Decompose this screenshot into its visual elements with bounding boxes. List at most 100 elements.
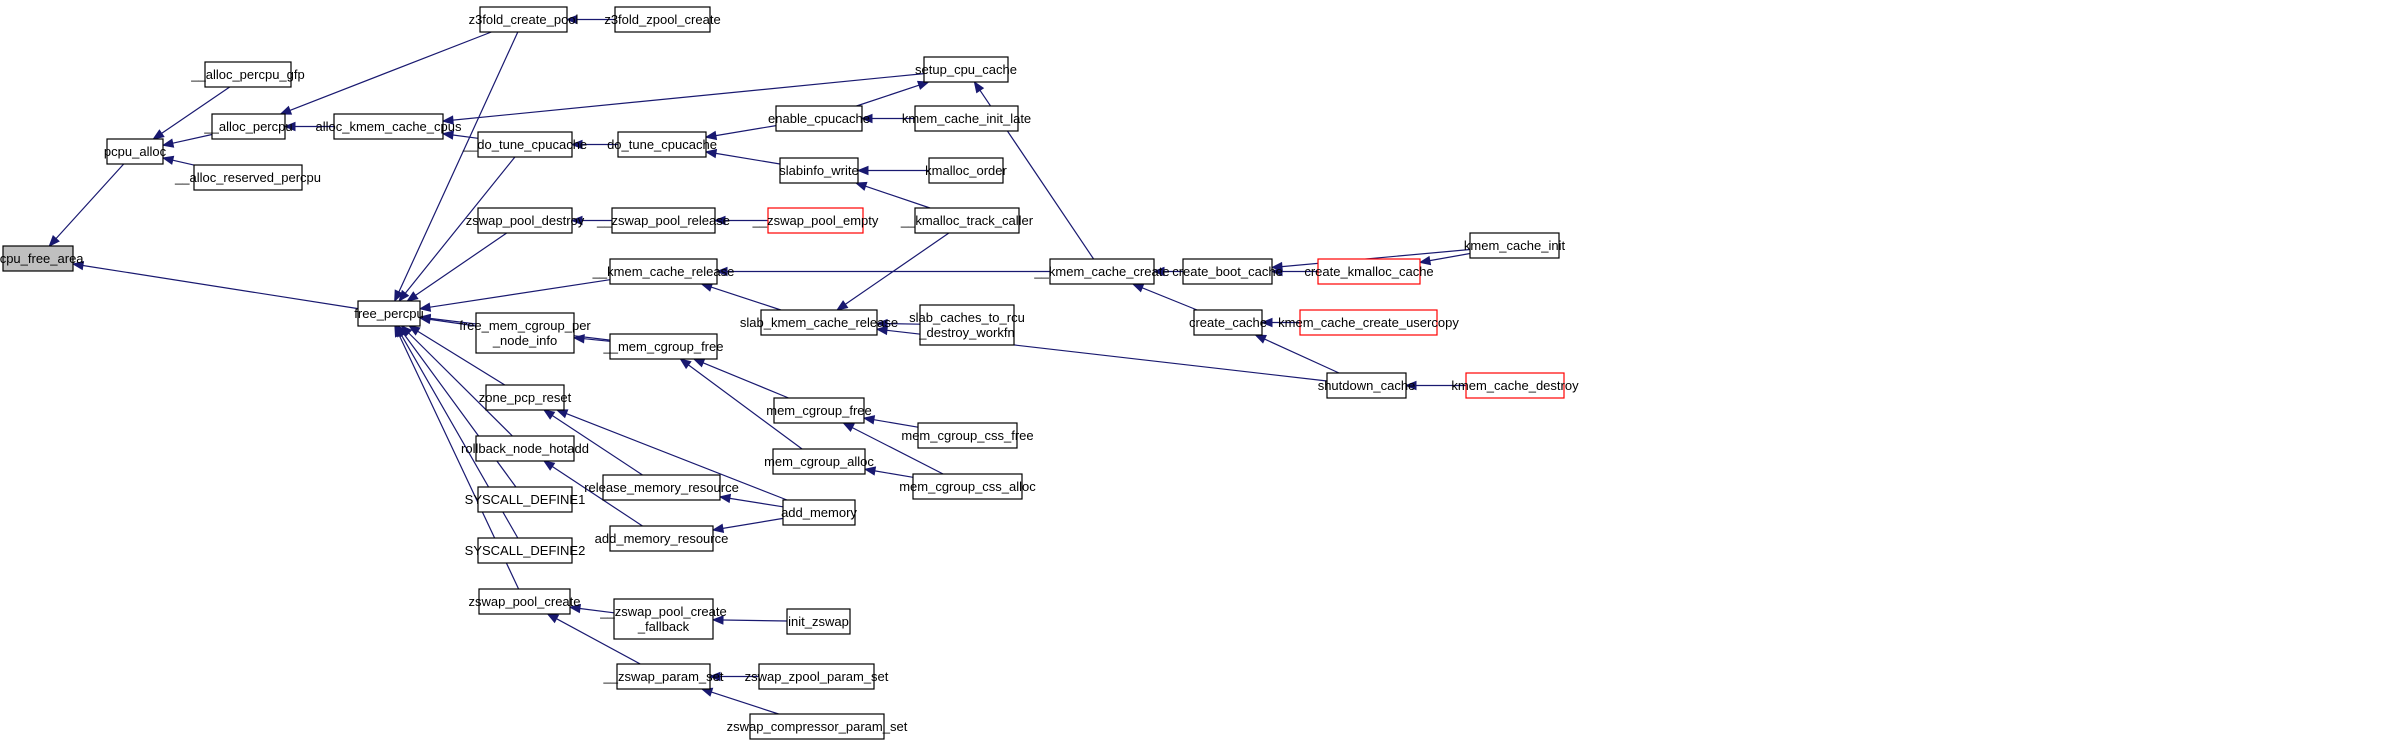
arrowhead-icon [713,215,726,226]
node-z3fold-zpool-create[interactable]: z3fold_zpool_create [604,6,721,33]
node-pcpu-free-area[interactable]: pcpu_free_area [0,245,84,272]
edge-line [161,86,231,134]
node-zswap-pool-create-fallback[interactable]: __zswap_pool_create_fallback [599,598,727,640]
node-label: __zswap_pool_empty [752,213,879,228]
arrowhead-icon [441,115,454,125]
node-box [914,105,1019,132]
node-zswap-pool-destroy[interactable]: zswap_pool_destroy [466,207,585,234]
node-alloc-percpu[interactable]: __alloc_percpu [203,113,293,140]
node-label: z3fold_create_pool [469,12,579,27]
node-kmem-cache-init[interactable]: kmem_cache_init [1464,232,1566,259]
node-kmem-cache-create-usercopy[interactable]: kmem_cache_create_usercopy [1278,309,1459,336]
edge-line [873,419,919,428]
node-free-mem-cgroup-per-node-info[interactable]: free_mem_cgroup_per_node_info [459,312,591,354]
edge-add-memory-to-add-memory-resource [711,517,784,533]
node-zswap-zpool-param-set[interactable]: zswap_zpool_param_set [745,663,889,690]
node-label: kmem_cache_init_late [902,111,1031,126]
node-zswap-pool-empty[interactable]: __zswap_pool_empty [752,207,879,234]
node-zswap-pool-create[interactable]: zswap_pool_create [468,588,581,615]
node-create-boot-cache[interactable]: create_boot_cache [1172,258,1283,285]
node-alloc-reserved-percpu[interactable]: __alloc_reserved_percpu [174,164,321,191]
arrowhead-icon [916,80,930,90]
node-kmem-cache-init-late[interactable]: kmem_cache_init_late [902,105,1031,132]
node-box [106,138,164,165]
node-box [479,6,568,33]
node-kmem-cache-release-inner[interactable]: __kmem_cache_release [592,258,735,285]
node-zswap-param-set[interactable]: __zswap_param_set [603,663,724,690]
node-slabinfo-write[interactable]: slabinfo_write [779,157,859,184]
node-add-memory[interactable]: add_memory [781,499,857,526]
node-slab-caches-to-rcu-destroy-workfn[interactable]: slab_caches_to_rcu_destroy_workfn [909,304,1025,346]
node-mem-cgroup-free[interactable]: mem_cgroup_free [766,397,872,424]
edge-line [1264,338,1340,374]
edge-line [172,133,213,144]
arrowhead-icon [542,460,556,471]
node-create-cache[interactable]: create_cache [1189,309,1267,336]
node-label: shutdown_cache [1318,378,1416,393]
node-kmalloc-track-caller[interactable]: __kmalloc_track_caller [900,207,1034,234]
node-mem-cgroup-css-alloc[interactable]: mem_cgroup_css_alloc [899,473,1036,500]
edge-kmalloc-track-caller-to-slabinfo-write [854,181,931,209]
arrowhead-icon [570,139,583,150]
edge-line [583,338,611,342]
node-box [613,598,714,640]
node-setup-cpu-cache[interactable]: setup_cpu_cache [915,56,1017,83]
node-rollback-node-hotadd[interactable]: rollback_node_hotadd [461,435,589,462]
arrowhead-icon [283,121,296,132]
node-free-percpu[interactable]: free_percpu [354,300,424,327]
node-zswap-pool-release[interactable]: __zswap_pool_release [596,207,730,234]
node-box [478,588,571,615]
node-mem-cgroup-css-free[interactable]: mem_cgroup_css_free [901,422,1034,449]
arrowhead-icon [1260,317,1273,328]
arrowhead-icon [570,215,583,226]
node-z3fold-create-pool[interactable]: z3fold_create_pool [469,6,579,33]
node-alloc-kmem-cache-cpus[interactable]: alloc_kmem_cache_cpus [316,113,462,140]
node-kmem-cache-destroy[interactable]: kmem_cache_destroy [1451,372,1579,399]
node-kmem-cache-create-inner[interactable]: __kmem_cache_create [1033,258,1170,285]
arrowhead-icon [542,409,556,420]
edge-pcpu-alloc-to-pcpu-free-area [48,163,125,247]
node-create-kmalloc-cache[interactable]: create_kmalloc_cache [1304,258,1434,285]
node-add-memory-resource[interactable]: add_memory_resource [595,525,729,552]
edge-line [1281,248,1471,268]
node-do-tune-cpucache[interactable]: do_tune_cpucache [607,131,717,158]
node-zswap-compressor-param-set[interactable]: zswap_compressor_param_set [727,713,908,740]
edge-z3fold-create-pool-to-alloc-percpu [279,31,492,115]
edge-alloc-kmem-cache-cpus-to-alloc-percpu [283,121,334,132]
node-slab-kmem-cache-release[interactable]: slab_kmem_cache_release [740,309,898,336]
node-syscall-define2[interactable]: SYSCALL_DEFINE2 [465,537,586,564]
node-box [609,258,718,285]
node-label: zswap_pool_destroy [466,213,585,228]
arrowhead-icon [406,291,419,302]
node-shutdown-cache[interactable]: shutdown_cache [1318,372,1416,399]
node-label: __alloc_percpu_gfp [190,67,304,82]
edge-enable-cpucache-to-setup-cpu-cache [856,80,930,107]
edge-create-cache-to-kmem-cache-create-inner [1131,283,1198,311]
node-release-memory-resource[interactable]: release_memory_resource [584,474,739,501]
node-syscall-define1[interactable]: SYSCALL_DEFINE1 [465,486,586,513]
edge-line [408,332,513,437]
node-alloc-percpu-gfp[interactable]: __alloc_percpu_gfp [190,61,305,88]
node-do-tune-cpucache-inner[interactable]: __do_tune_cpucache [462,131,587,158]
edge-kmem-cache-create-usercopy-to-create-cache [1260,317,1300,328]
arrowhead-icon [860,113,873,124]
node-zone-pcp-reset[interactable]: zone_pcp_reset [479,384,572,411]
arrowhead-icon [718,493,732,504]
edge-line [856,84,920,107]
edge-kmem-cache-init-late-to-enable-cpucache [860,113,915,124]
node-kmalloc-order[interactable]: kmalloc_order [925,157,1007,184]
node-label: free_mem_cgroup_per [459,318,591,333]
node-mem-cgroup-free-inner[interactable]: __mem_cgroup_free [603,333,724,360]
node-label: __mem_cgroup_free [603,339,724,354]
edge-zswap-pool-release-to-zswap-pool-destroy [570,215,612,226]
node-mem-cgroup-alloc[interactable]: mem_cgroup_alloc [764,448,874,475]
arrowhead-icon [161,138,175,148]
node-init-zswap[interactable]: init_zswap [786,608,851,635]
node-box [749,713,885,740]
node-box [1193,309,1263,336]
arrowhead-icon [692,358,706,368]
edge-line [404,156,516,294]
edge-shutdown-cache-to-create-cache [1254,334,1340,374]
node-enable-cpucache[interactable]: enable_cpucache [768,105,870,132]
node-pcpu-alloc[interactable]: pcpu_alloc [104,138,167,165]
